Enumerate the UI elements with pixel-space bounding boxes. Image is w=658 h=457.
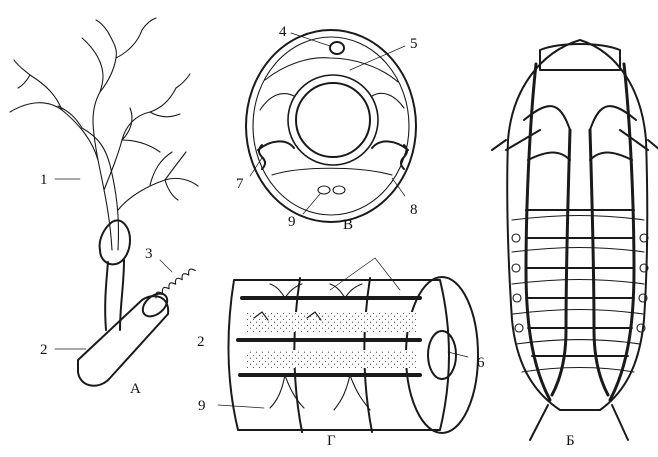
ventral-nerve-cord	[317, 185, 346, 195]
transverse-branches	[505, 105, 649, 357]
panel-label-v: В	[343, 217, 353, 233]
panel-label-a: А	[130, 381, 141, 397]
panel-v-cross-section	[245, 29, 417, 223]
panel-b-whole-body	[491, 39, 658, 441]
panel-label-g: Г	[327, 433, 336, 449]
leader-lines	[54, 32, 469, 409]
callout-8: 8	[410, 202, 418, 218]
longitudinal-trunks	[236, 296, 422, 377]
trachea-tube	[77, 292, 170, 387]
tracheole-branches	[9, 17, 199, 251]
tracheal-cell-body	[98, 219, 131, 266]
callout-6: 6	[477, 355, 485, 371]
panel-a-tracheal-cell	[9, 17, 199, 387]
taenidial-spiral	[155, 268, 196, 299]
panel-label-b: Б	[566, 433, 575, 449]
callout-5: 5	[410, 36, 418, 52]
callout-2-g: 2	[197, 334, 205, 350]
callout-7: 7	[236, 176, 244, 192]
panel-labels: А Б В Г	[130, 217, 575, 449]
body-wall	[245, 29, 417, 223]
spiracle-right	[400, 144, 408, 170]
callout-9-g: 9	[198, 398, 206, 414]
dorsal-vessel	[329, 41, 345, 55]
tracheal-cell-stalk	[104, 259, 125, 331]
callout-4: 4	[279, 24, 287, 40]
callout-9-v: 9	[288, 214, 296, 230]
branching-tracheae	[253, 283, 371, 411]
callout-labels: 1 2 2 3 4 5 6 7 8 9 9	[40, 24, 485, 414]
gut-section	[287, 74, 379, 166]
spiracles	[511, 233, 649, 333]
main-trunks	[524, 62, 636, 402]
body-outline	[506, 39, 649, 411]
gut-lumen	[427, 330, 457, 380]
callout-1: 1	[40, 172, 48, 188]
spiracle-left	[258, 144, 266, 170]
panel-g-segments	[227, 257, 479, 434]
segment-outline	[227, 279, 450, 431]
callout-3: 3	[145, 246, 153, 262]
segment-opening	[405, 276, 479, 434]
callout-2-a: 2	[40, 342, 48, 358]
